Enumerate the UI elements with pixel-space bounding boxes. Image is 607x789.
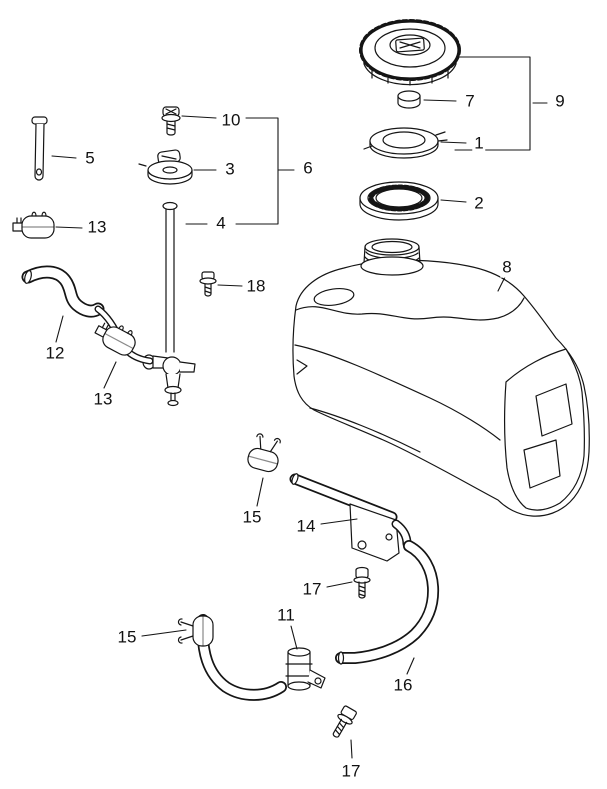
part-5-pin (31, 116, 48, 181)
callout-part-7: 7 (463, 91, 477, 112)
callout-part-17a: 17 (300, 579, 324, 600)
callout-part-17b: 17 (339, 761, 363, 782)
callout-part-3: 3 (223, 159, 237, 180)
callout-part-14: 14 (294, 516, 318, 537)
callout-part-10: 10 (219, 110, 243, 131)
part-18-screw (199, 271, 217, 297)
callout-part-6: 6 (301, 158, 315, 179)
part-11-joint-bracket (285, 647, 326, 691)
callout-part-4: 4 (214, 213, 228, 234)
part-17-bolt-lower (332, 705, 357, 738)
tank-filler-neck (360, 238, 424, 276)
callout-part-15b: 15 (115, 627, 139, 648)
callout-part-12: 12 (43, 343, 67, 364)
part-2-lock-ring (359, 181, 439, 221)
part-10-screw (161, 106, 181, 136)
callout-part-11: 11 (275, 605, 297, 626)
part-13-clamp-upper (12, 211, 55, 239)
callout-part-8: 8 (500, 257, 514, 278)
callout-part-9: 9 (553, 91, 567, 112)
part-9-fuel-cap (359, 19, 461, 86)
callout-part-5: 5 (83, 148, 97, 169)
part-12-hose (21, 265, 105, 318)
part-4-fuel-pipe (142, 201, 196, 407)
part-15-clamp-upper (247, 433, 281, 473)
callout-part-1: 1 (472, 133, 486, 154)
part-17-bolt-upper (353, 566, 371, 599)
callout-part-13a: 13 (85, 217, 109, 238)
callout-part-13b: 13 (91, 389, 115, 410)
part-1-cap-gasket (363, 127, 448, 159)
part-3-fuel-gauge (138, 149, 193, 185)
part-13-clamp-lower (94, 322, 136, 356)
callout-part-16: 16 (391, 675, 415, 696)
part-15-clamp-lower (177, 615, 214, 647)
callout-part-15a: 15 (240, 507, 264, 528)
callout-part-2: 2 (472, 193, 486, 214)
part-7-cap-insert (397, 90, 421, 109)
part-16-hose (335, 540, 440, 665)
part-8-fuel-tank (292, 259, 590, 517)
callout-part-18: 18 (244, 276, 268, 297)
leader-lines (51, 56, 548, 759)
